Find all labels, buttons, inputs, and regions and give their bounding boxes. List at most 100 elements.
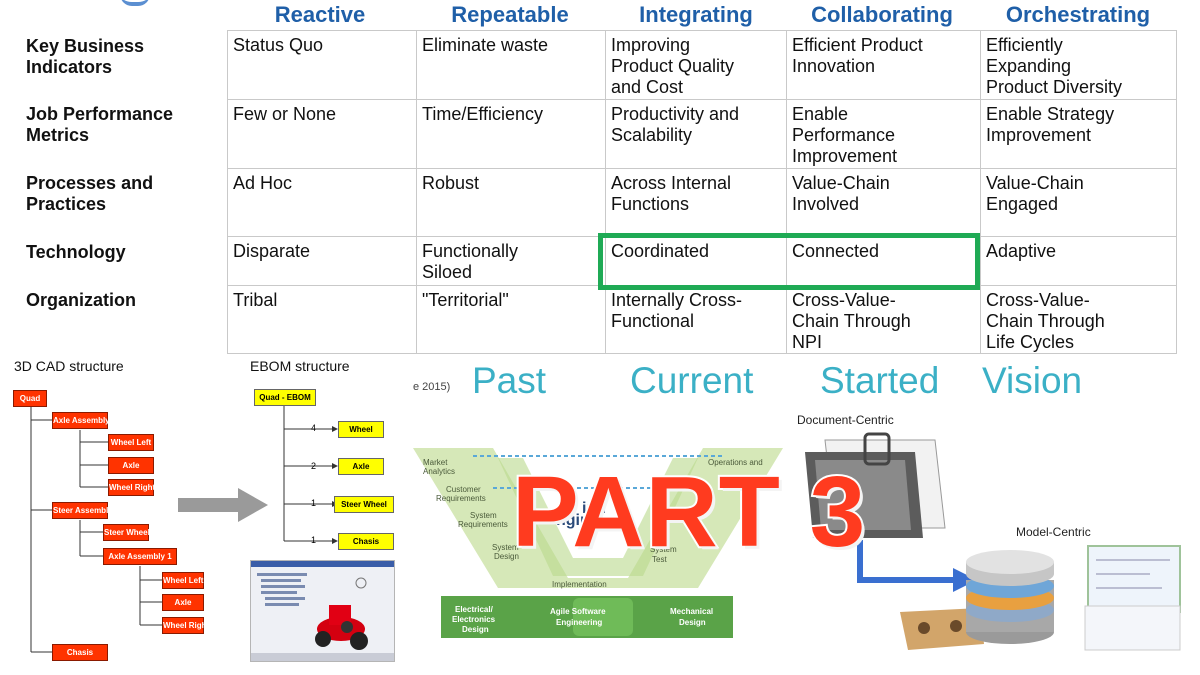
cad-node: Axle xyxy=(162,594,204,611)
column-header-integrating: Integrating xyxy=(639,2,753,27)
phase-current: Current xyxy=(630,360,754,401)
table-cell: Ad Hoc xyxy=(227,168,416,236)
ebom-quantity: 2 xyxy=(311,461,317,471)
table-cell-line: Enable Strategy xyxy=(986,104,1115,124)
table-cell-line: "Territorial" xyxy=(422,290,509,310)
phase-vision: Vision xyxy=(982,360,1083,401)
ebom-root: Quad - EBOM xyxy=(254,389,316,406)
logo-swoosh-icon xyxy=(120,0,150,6)
v-bottom-label: Design xyxy=(679,618,706,627)
table-cell-line: NPI xyxy=(792,332,823,352)
quad-bike-illustration xyxy=(251,561,394,661)
table-cell-line: Eliminate waste xyxy=(422,35,549,55)
v-model-diagram xyxy=(413,448,783,638)
phase-started: Started xyxy=(820,360,940,401)
ebom-node: Axle xyxy=(338,458,384,475)
table-cell-line: Across Internal xyxy=(611,173,732,193)
v-bottom-label: Agile Software xyxy=(550,607,606,616)
table-cell-line: Functionally xyxy=(422,241,519,261)
v-bottom-label: Electronics xyxy=(452,615,496,624)
table-cell-line: Product Diversity xyxy=(986,77,1123,97)
table-cell-line: Product Quality xyxy=(611,56,735,76)
cad-node: Steer Assembly 1 xyxy=(52,502,119,519)
ebom-node: Wheel xyxy=(338,421,384,438)
cad-node: Axle Assembly 1 xyxy=(103,548,177,565)
v-label: Market xyxy=(423,458,448,467)
model-centric-label: Model-Centric xyxy=(1016,525,1091,539)
maturity-table: Reactive Repeatable Integrating Collabor… xyxy=(26,0,1177,354)
table-cell-line: Performance xyxy=(792,125,896,145)
table-cell-line: Innovation xyxy=(792,56,876,76)
ebom-quantity: 4 xyxy=(311,423,317,433)
table-border xyxy=(227,353,1177,354)
table-cell-line: Chain Through xyxy=(986,311,1105,331)
citation-fragment: e 2015) xyxy=(413,381,451,393)
table-cell-line: Scalability xyxy=(611,125,693,145)
ebom-node: Steer Wheel xyxy=(334,496,394,513)
v-label: System xyxy=(470,511,497,520)
table-cell: Internally Cross-Functional xyxy=(605,285,786,353)
cad-node: Wheel Right xyxy=(162,617,209,634)
ebom-quantity: 1 xyxy=(311,498,317,508)
v-label: Operations and xyxy=(708,458,763,467)
cad-node: Quad xyxy=(13,390,47,407)
table-cell-line: Disparate xyxy=(233,241,311,261)
v-label: System xyxy=(492,543,519,552)
table-cell-line: Cross-Value- xyxy=(986,290,1090,310)
phase-past: Past xyxy=(472,360,547,401)
v-label: System xyxy=(650,545,677,554)
v-bottom-label: Engineering xyxy=(556,618,603,627)
v-label: Test xyxy=(652,555,667,564)
table-cell: Time/Efficiency xyxy=(416,99,605,168)
v-label: Analytics xyxy=(423,467,456,476)
row-header: Key Business Indicators xyxy=(26,36,145,77)
table-cell-line: Efficiently xyxy=(986,35,1063,55)
table-cell-line: Tribal xyxy=(233,290,278,310)
table-cell-line: Ad Hoc xyxy=(233,173,293,193)
ebom-quantity: 1 xyxy=(311,535,317,545)
table-cell-line: Functions xyxy=(611,194,690,214)
table-cell-line: Connected xyxy=(792,241,880,261)
table-cell-line: Efficient Product xyxy=(792,35,923,55)
table-cell-line: Expanding xyxy=(986,56,1072,76)
table-cell: Few or None xyxy=(227,99,416,168)
table-cell-line: Internally Cross- xyxy=(611,290,743,310)
table-cell-line: Time/Efficiency xyxy=(422,104,544,124)
table-cell-line: Life Cycles xyxy=(986,332,1075,352)
cad-structure-title: 3D CAD structure xyxy=(14,358,124,374)
table-cell-line: Productivity and xyxy=(611,104,740,124)
cad-node: Steer Wheel xyxy=(103,524,150,541)
ebom-node: Chasis xyxy=(338,533,394,550)
v-label: Design xyxy=(494,552,519,561)
ebom-structure-title: EBOM structure xyxy=(250,358,350,374)
column-header-repeatable: Repeatable xyxy=(451,2,569,27)
table-cell-line: Improvement xyxy=(986,125,1092,145)
table-cell-line: Adaptive xyxy=(986,241,1057,261)
document-centric-label: Document-Centric xyxy=(797,413,894,427)
table-cell-line: Engaged xyxy=(986,194,1059,214)
cad-tree-lines xyxy=(30,406,162,653)
table-border xyxy=(1176,30,1177,353)
table-cell-line: Enable xyxy=(792,104,849,124)
row-header: Organization xyxy=(26,290,137,310)
table-cell: Status Quo xyxy=(227,30,416,99)
row-header: Job Performance Metrics xyxy=(26,104,174,145)
table-cell-line: Value-Chain xyxy=(792,173,890,193)
v-label: Customer xyxy=(446,485,481,494)
table-cell-line: Cross-Value- xyxy=(792,290,896,310)
table-cell-line: Chain Through xyxy=(792,311,911,331)
table-cell-line: Involved xyxy=(792,194,860,214)
row-header: Processes and Practices xyxy=(26,173,154,214)
v-bottom-label: Design xyxy=(462,625,489,634)
row-header: Technology xyxy=(26,242,126,262)
table-cell: Disparate xyxy=(227,236,416,285)
column-header-collaborating: Collaborating xyxy=(811,2,953,27)
